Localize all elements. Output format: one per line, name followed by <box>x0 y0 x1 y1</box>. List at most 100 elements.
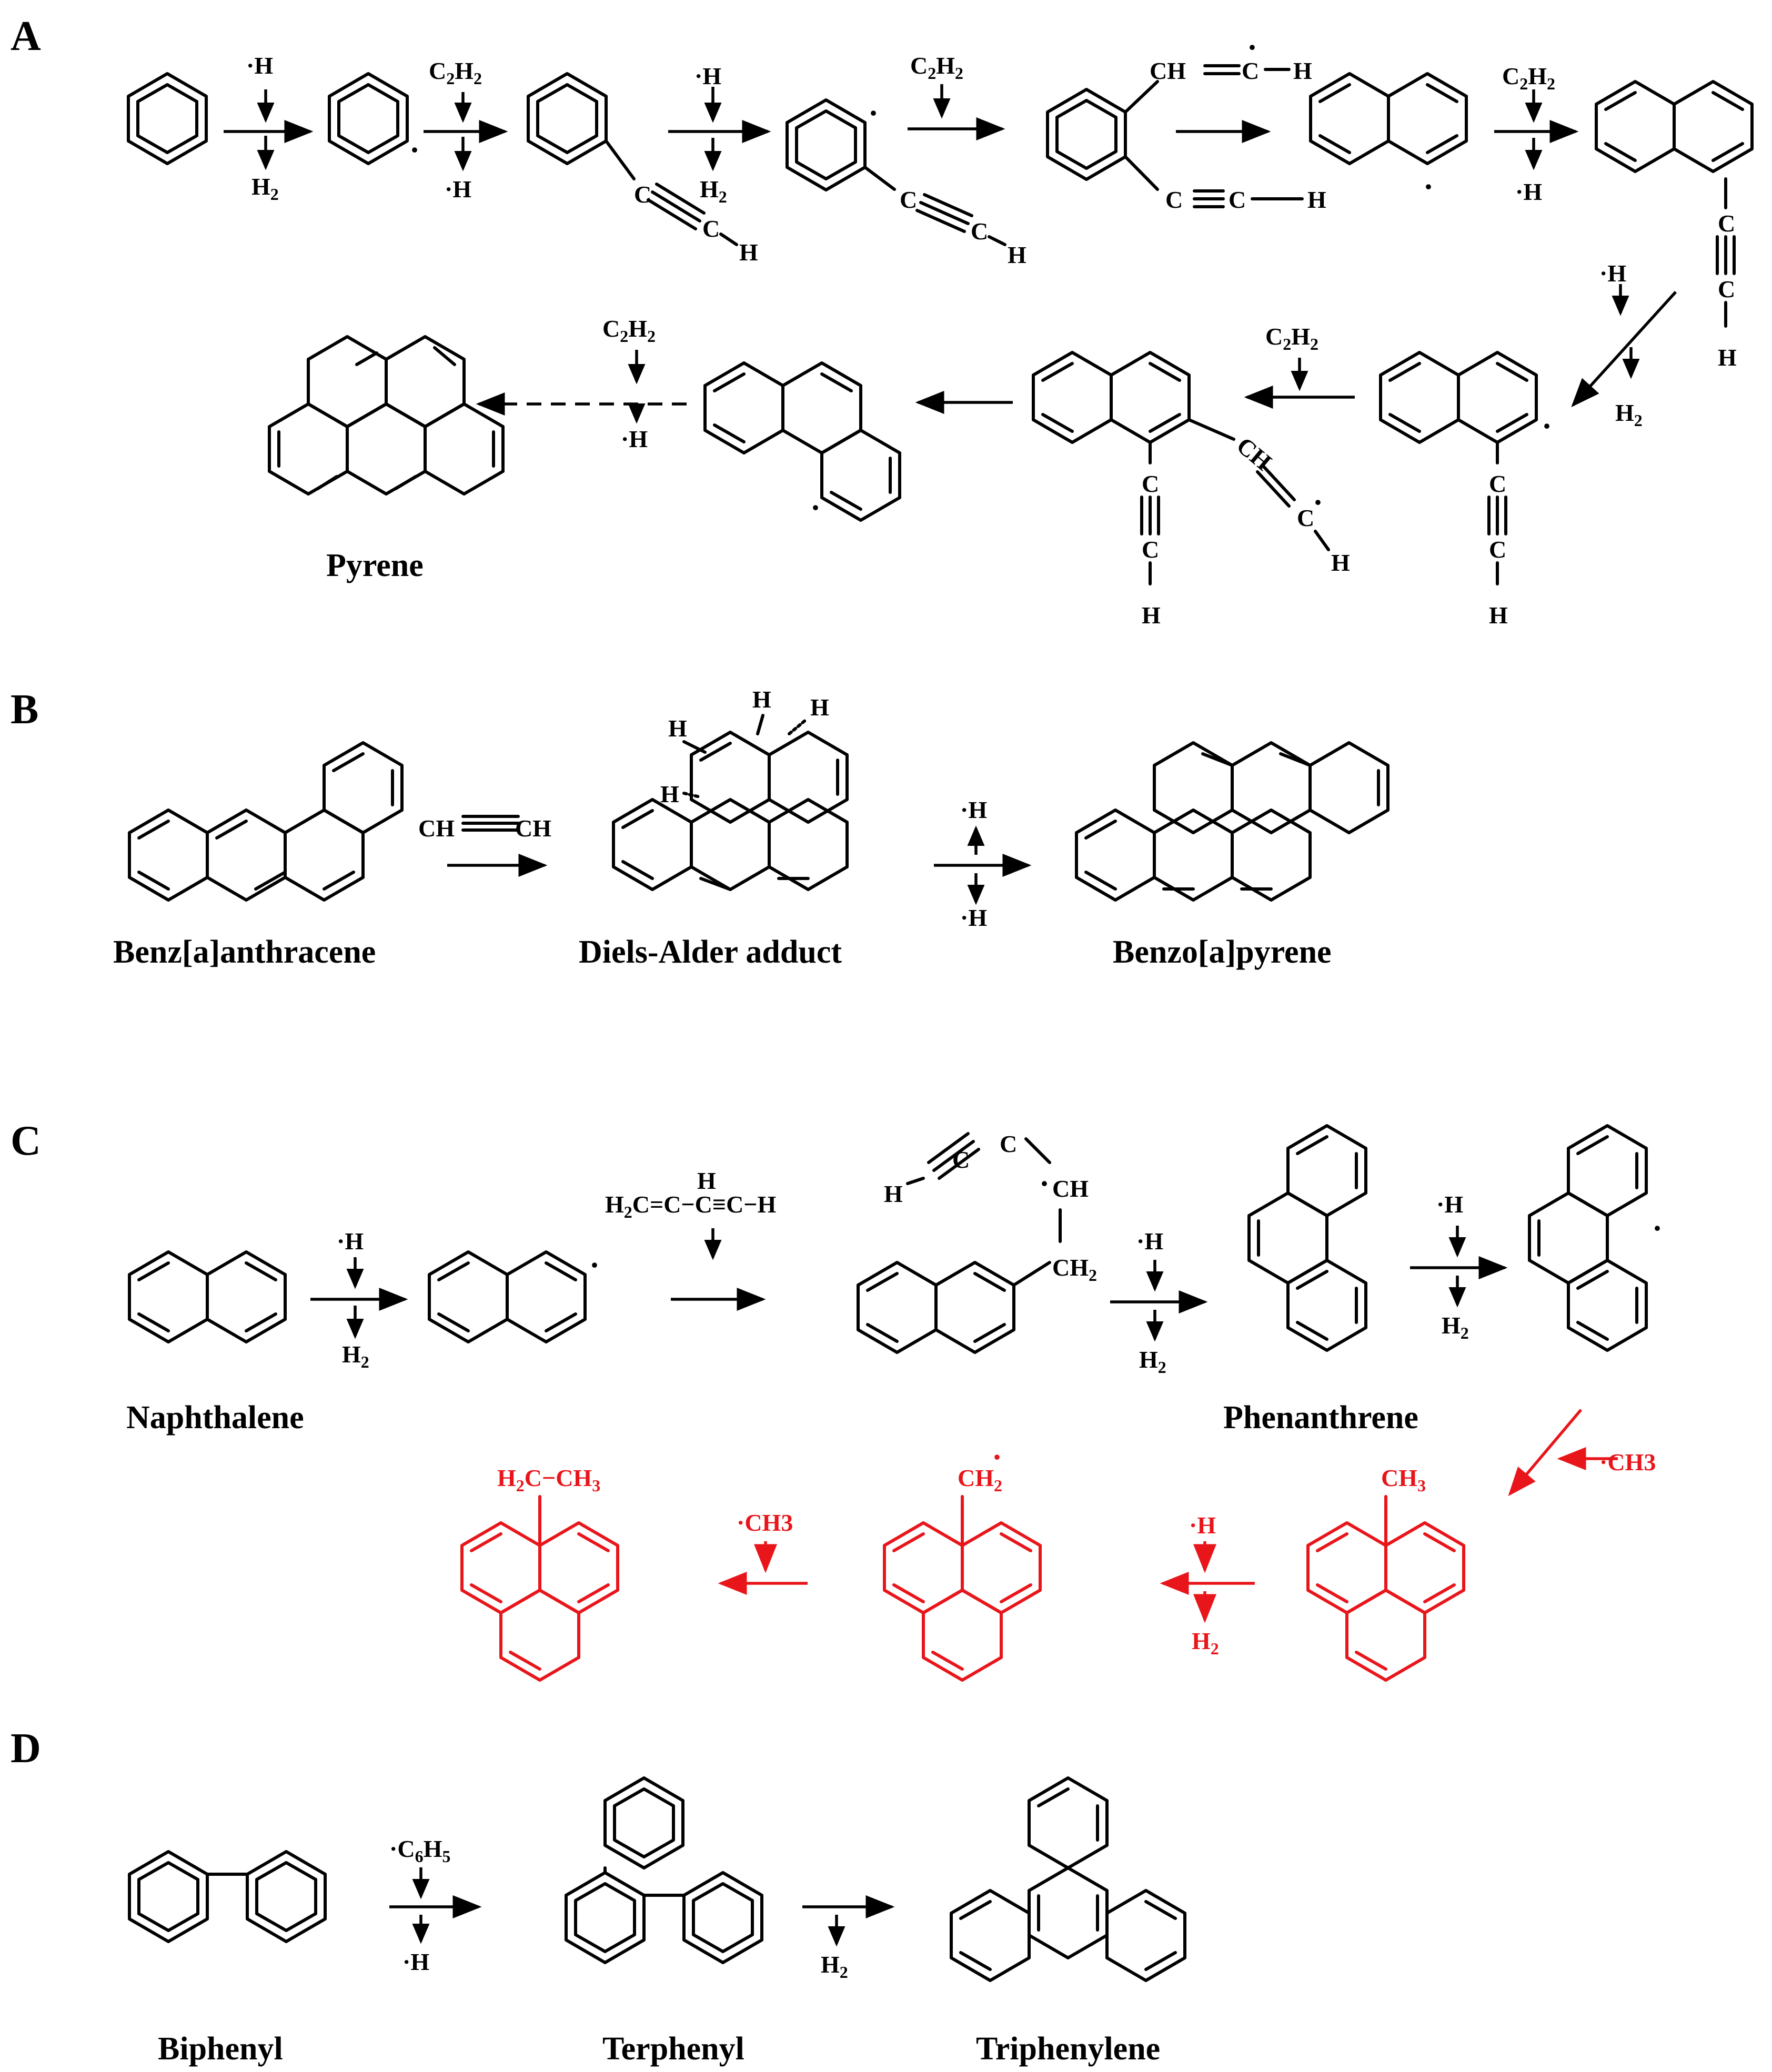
radical-dot: · <box>1423 169 1434 204</box>
radical-dot: · <box>1542 409 1552 443</box>
naphthyl-radical-c: · <box>428 1248 600 1343</box>
atom-c: C <box>702 215 720 242</box>
atom-h: H <box>810 694 829 721</box>
methylphenanthrene: CH3 <box>1306 1464 1465 1682</box>
radical-dot: · <box>409 133 420 167</box>
reagent-h2: H2 <box>1442 1312 1469 1342</box>
atom-c: C <box>1142 536 1159 563</box>
atom-ch3: CH3 <box>1381 1464 1426 1495</box>
benzene <box>127 72 208 165</box>
atom-c: C <box>1489 536 1506 563</box>
arrow-dehydrogenation: ·H ·H <box>934 796 1032 931</box>
phenanthrene <box>1247 1124 1367 1352</box>
reagent-h-radical: ·H <box>621 426 648 452</box>
atom-c: C <box>900 186 917 213</box>
phenyl-radical: · <box>328 72 420 167</box>
phenanthrylmethyl-radical: CH2 · <box>883 1440 1042 1682</box>
arrow-h-abstraction-1: ·H H2 <box>224 52 314 204</box>
atom-h: H <box>697 1167 716 1194</box>
label-diels-alder-adduct: Diels-Alder adduct <box>579 934 842 970</box>
reagent-h-radical: ·H <box>1599 260 1626 287</box>
arrow-h-abstraction-red: ·H H2 <box>1160 1512 1255 1658</box>
arrow-h-abstraction-2: ·H H2 <box>668 63 771 206</box>
reagent-c2h2: C2H2 <box>1502 63 1555 93</box>
atom-c: C <box>1229 186 1246 213</box>
phenylacetylene-radical: · C C H <box>786 96 1026 268</box>
reagent-h-radical: ·H <box>402 1948 429 1975</box>
arrow-ring-closure: C2H2 ·H <box>476 315 687 452</box>
atom-h: H <box>884 1180 903 1207</box>
label-triphenylene: Triphenylene <box>976 2031 1160 2067</box>
atom-h: H <box>739 239 758 266</box>
label-benzanthracene: Benz[a]anthracene <box>113 934 376 970</box>
phenylacetylene: C C H <box>527 72 758 266</box>
phenanthryl-radical-c: · <box>1528 1124 1663 1352</box>
label-naphthalene: Naphthalene <box>126 1400 304 1436</box>
radical-dot: · <box>589 1248 600 1282</box>
naphthyl-butenynyl-radical: H C C CH · CH2 <box>857 1130 1097 1354</box>
reagent-h-radical: ·H <box>1436 1191 1463 1218</box>
reagent-c2h2: C2H2 <box>1265 323 1318 353</box>
reagent-c2h2: C2H2 <box>602 315 656 346</box>
atom-h: H <box>1718 344 1737 371</box>
arrow-acetylene-addition-1: C2H2 ·H <box>424 57 508 203</box>
reagent-h-radical: ·H <box>960 796 987 823</box>
reagent-phenyl-radical: ·C6H5 <box>389 1835 450 1866</box>
atom-h: H <box>1307 186 1326 213</box>
arrow-vinylacetylene-addition: H2C=C−C≡C−H H <box>605 1167 777 1311</box>
atom-h: H <box>1142 602 1161 629</box>
atom-h: H <box>668 715 687 742</box>
label-terphenyl: Terphenyl <box>602 2031 744 2067</box>
atom-ch: CH <box>1150 57 1186 84</box>
panel-d-label: D <box>11 1725 41 1772</box>
biphenyl <box>128 1850 327 1943</box>
atom-c: C <box>634 181 651 208</box>
reagent-h-radical: ·H <box>246 52 273 79</box>
atom-c: C <box>1000 1130 1017 1157</box>
atom-ch2: CH2 <box>1052 1254 1097 1285</box>
reagent-h2: H2 <box>1192 1628 1219 1658</box>
reagent-h2: H2 <box>1615 399 1643 430</box>
radical-dot: · <box>1313 485 1323 520</box>
arrow-h-abstraction-3: ·H H2 <box>1571 260 1677 430</box>
reagent-h-radical: ·H <box>337 1228 364 1255</box>
atom-c: C <box>1165 186 1183 213</box>
ethylphenanthrene: H2C−CH3 <box>460 1464 619 1682</box>
label-pyrene: Pyrene <box>326 548 424 583</box>
atom-c: C <box>1718 210 1735 237</box>
atom-ethyl: H2C−CH3 <box>497 1464 600 1495</box>
reagent-methyl-radical: ·CH3 <box>1599 1449 1656 1475</box>
atom-c: C <box>1718 276 1735 302</box>
benzopyrene <box>1075 741 1390 902</box>
reagent-h-radical: ·H <box>1136 1228 1163 1255</box>
radical-dot: · <box>868 96 879 130</box>
atom-c: C <box>1489 470 1506 497</box>
reagent-h-radical: ·H <box>445 176 471 203</box>
reagent-c2h2: C2H2 <box>910 52 963 83</box>
radical-dot: · <box>1039 1166 1050 1201</box>
arrow-h-abstraction-c2: ·H H2 <box>1110 1228 1208 1377</box>
panel-c: C Naphthalene ·H H2 · <box>11 1118 1663 1682</box>
panel-b-label: B <box>11 686 38 733</box>
naphthyl-radical: · <box>1309 72 1468 204</box>
reagent-h2: H2 <box>1139 1346 1166 1377</box>
radical-dot: · <box>992 1440 1002 1474</box>
arrow-phenyl-addition: ·C6H5 ·H <box>389 1835 482 1975</box>
atom-h: H <box>1008 241 1026 268</box>
radical-dot: · <box>1247 30 1257 65</box>
atom-h: H <box>1331 549 1350 576</box>
panel-a: A ·H H2 · C2H2 ·H <box>11 13 1754 629</box>
atom-c: C <box>1297 504 1314 531</box>
reagent-h2: H2 <box>700 176 727 206</box>
reagent-h2: H2 <box>251 173 279 204</box>
arrow-acetylene-addition-2: C2H2 <box>908 52 1005 140</box>
reagent-methyl-radical: ·CH3 <box>737 1509 793 1536</box>
reagent-vinylacetylene: H2C=C−C≡C−H <box>605 1191 777 1221</box>
arrow-h-abstraction-c3: ·H H2 <box>1410 1191 1508 1342</box>
ethynylnaphthalene: C C H <box>1595 80 1754 371</box>
atom-h: H <box>1489 602 1508 629</box>
